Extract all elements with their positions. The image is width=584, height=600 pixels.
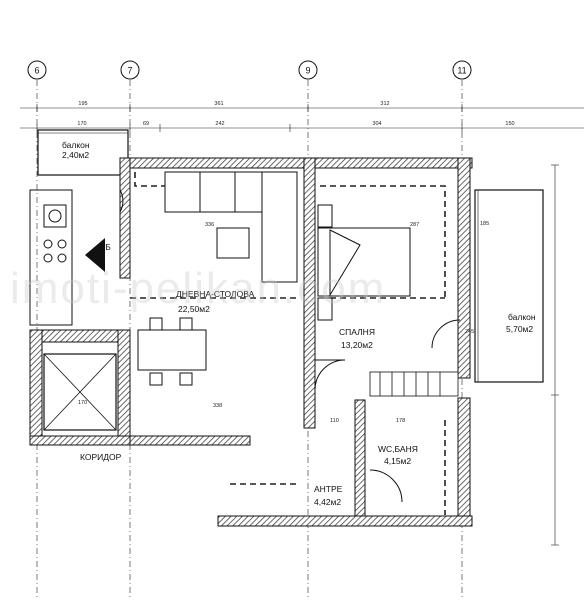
kitchen-area xyxy=(29,189,105,326)
watermark: imoti-pelikan.com xyxy=(10,264,386,313)
axis-label: 11 xyxy=(457,66,466,76)
dining-set xyxy=(137,317,207,386)
outer-walls xyxy=(29,157,473,527)
dim-text: 150 xyxy=(505,121,514,127)
room-area-living: 22,50м2 xyxy=(178,304,210,314)
room-name-bath: WC,БАНЯ xyxy=(378,444,418,454)
room-area-balcony-right: 5,70м2 xyxy=(506,324,533,334)
sofa xyxy=(164,171,298,283)
room-name-entrance: АНТРЕ xyxy=(314,484,343,494)
dim-text: 287 xyxy=(410,222,419,228)
dim-text: 110 xyxy=(330,418,339,424)
dim-text: 304 xyxy=(372,121,381,127)
door-swings xyxy=(119,189,461,503)
room-area-balcony-small: 2,40м2 xyxy=(62,150,89,160)
top-dimension-lines xyxy=(20,104,584,132)
dim-text: 178 xyxy=(396,418,405,424)
room-area-bath: 4,15м2 xyxy=(384,456,411,466)
dim-text: 170 xyxy=(78,400,87,406)
dim-text: 312 xyxy=(380,101,389,107)
bed xyxy=(317,204,411,321)
small-balcony xyxy=(37,129,129,176)
top-dimension-texts: 195 361 312 170 69 242 304 150 xyxy=(77,101,514,127)
dim-text: 336 xyxy=(205,222,214,228)
inner-dimensions: 336 287 338 110 178 185 245 170 xyxy=(78,221,489,424)
room-area-bedroom: 13,20м2 xyxy=(341,340,373,350)
coffee-table xyxy=(216,227,250,259)
axis-bubbles: 6 7 9 11 xyxy=(27,60,472,80)
right-dimension-line xyxy=(551,164,559,546)
axis-label: 9 xyxy=(305,66,310,76)
dim-text: 361 xyxy=(214,101,223,107)
dim-text: 245 xyxy=(465,329,474,335)
dim-text: 69 xyxy=(143,121,149,127)
room-name-balcony-right: балкон xyxy=(508,312,536,322)
room-name-corridor: КОРИДОР xyxy=(80,452,122,462)
axis-label: 6 xyxy=(34,66,39,76)
wardrobe xyxy=(369,371,459,397)
room-name-living: ДНЕВНА-СТОЛОВА xyxy=(176,289,255,299)
dim-text: 242 xyxy=(215,121,224,127)
room-area-entrance: 4,42м2 xyxy=(314,497,341,507)
room-name-bedroom: СПАЛНЯ xyxy=(339,327,375,337)
right-balcony xyxy=(474,189,544,383)
elevator xyxy=(43,353,117,431)
kitchen-mark: Б xyxy=(105,242,111,252)
dim-text: 170 xyxy=(77,121,86,127)
room-name-balcony-small: балкон xyxy=(62,140,90,150)
dim-text: 338 xyxy=(213,403,222,409)
dim-text: 185 xyxy=(480,221,489,227)
room-labels: балкон 2,40м2 ДНЕВНА-СТОЛОВА 22,50м2 СПА… xyxy=(62,140,536,507)
axis-label: 7 xyxy=(127,66,132,76)
dim-text: 195 xyxy=(78,101,87,107)
